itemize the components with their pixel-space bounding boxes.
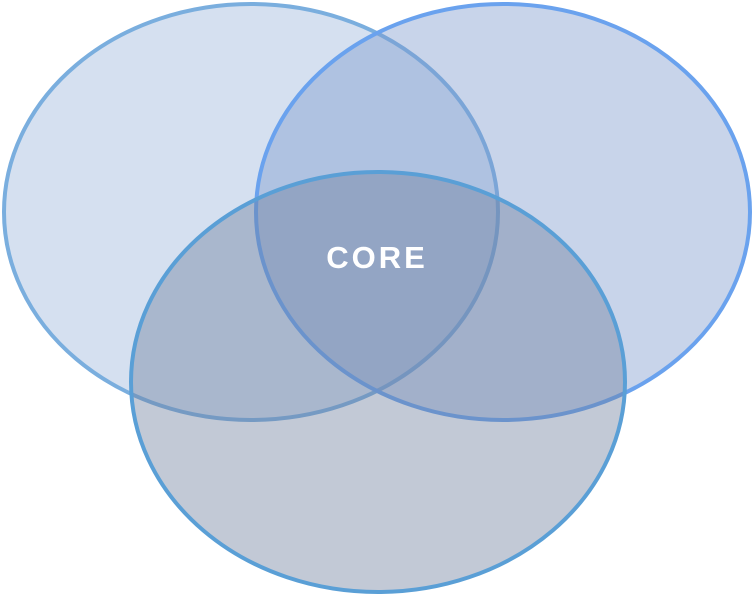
venn-circle-bottom: [129, 170, 627, 594]
venn-circle-top-right: [254, 2, 752, 422]
venn-circle-top-left: [2, 2, 500, 422]
core-label: CORE: [326, 240, 428, 275]
